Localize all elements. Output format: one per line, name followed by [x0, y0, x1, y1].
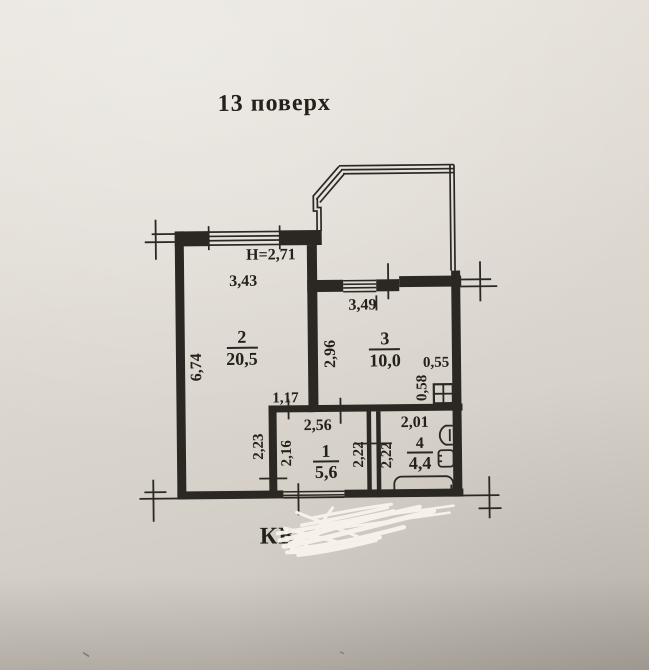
hall-fraction-line: [313, 460, 340, 463]
room2-fraction-line: [226, 346, 258, 349]
toilet-symbol: [437, 449, 455, 468]
entrance-door-symbol: [283, 490, 345, 499]
room2-lower-depth-dim: 2,23: [251, 433, 267, 459]
hall-area: 5,6: [315, 462, 338, 482]
room2-area: 20,5: [226, 349, 258, 369]
hall-number: 1: [321, 441, 330, 461]
room2-niche-width-dim: 1,17: [272, 390, 299, 406]
hall-width-dim: 2,56: [304, 417, 332, 434]
hall-depth-right-dim: 2,22: [351, 441, 367, 467]
room2-number: 2: [237, 327, 246, 347]
bath-number: 4: [416, 435, 424, 452]
bath-width-dim: 2,01: [401, 414, 429, 431]
room3-area: 10,0: [369, 350, 401, 370]
room2-depth-dim: 6,74: [188, 353, 205, 381]
pen-marks: [82, 651, 345, 658]
room3-depth-dim: 2,96: [322, 340, 339, 368]
sink-symbol: [438, 424, 453, 446]
room3-number: 3: [380, 328, 389, 348]
bath-fraction-line: [406, 451, 433, 454]
bathtub-symbol: [393, 475, 455, 497]
window-symbol-room2: [207, 225, 281, 251]
bath-depth-dim: 2,22: [379, 442, 395, 468]
balcony-outline: [312, 163, 456, 271]
room2-width-dim: 3,43: [229, 273, 257, 290]
shaft-width-dim: 0,55: [423, 355, 449, 371]
walls: [174, 229, 464, 500]
dimension-ticks: [139, 219, 502, 522]
whiteout-scribble: [275, 502, 455, 557]
ceiling-height-label: Н=2,71: [246, 246, 296, 264]
shaft-depth-dim: 0,58: [414, 375, 430, 401]
room3-width-dim: 3,49: [348, 296, 376, 313]
vent-shaft-symbol: [432, 382, 455, 405]
room3-fraction-line: [368, 348, 400, 351]
window-symbol-balcony: [343, 279, 377, 293]
bath-area: 4,4: [409, 453, 432, 473]
hall-depth-left-dim: 2,16: [279, 440, 295, 467]
floor-title: 13 поверх: [218, 90, 331, 117]
